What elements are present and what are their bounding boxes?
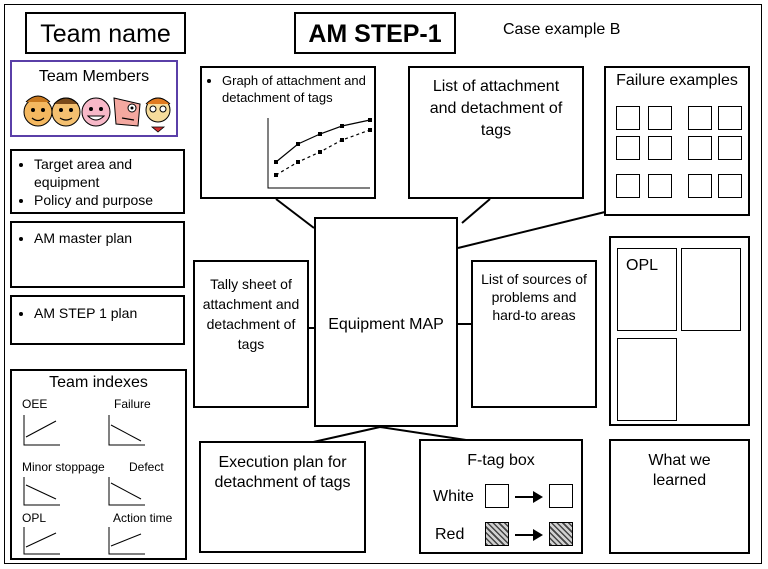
equipment-map-label: Equipment MAP bbox=[328, 316, 444, 333]
opl-sheet bbox=[681, 248, 741, 331]
equipment-map-box: Equipment MAP bbox=[314, 217, 458, 427]
white-tag-square bbox=[485, 484, 509, 508]
face-icon bbox=[81, 97, 111, 127]
ftag-red-label: Red bbox=[435, 526, 465, 543]
face-icon bbox=[113, 97, 141, 127]
ftag-title: F-tag box bbox=[467, 452, 535, 469]
page-title: AM STEP-1 bbox=[308, 20, 442, 48]
target-item: Policy and purpose bbox=[34, 191, 183, 209]
sources-list-box: List of sources of problems and hard-to … bbox=[471, 260, 597, 408]
opl-box: OPL bbox=[609, 236, 750, 426]
team-members-box: Team Members bbox=[10, 60, 178, 137]
what-we-learned-box: What we learned bbox=[609, 439, 750, 554]
target-area-box: Target area and equipment Policy and pur… bbox=[10, 149, 185, 214]
target-item: Target area and equipment bbox=[34, 155, 183, 191]
red-tag-square bbox=[485, 522, 509, 546]
ftag-white-label: White bbox=[433, 488, 474, 505]
index-label-failure: Failure bbox=[114, 397, 151, 411]
graph-box: Graph of attachment and detachment of ta… bbox=[200, 66, 376, 199]
arrow-right-icon bbox=[515, 529, 543, 541]
opl-sheet: OPL bbox=[617, 248, 677, 331]
face-icon bbox=[145, 97, 171, 133]
index-label-defect: Defect bbox=[129, 460, 164, 474]
case-label: Case example B bbox=[503, 21, 621, 38]
sources-list-label: List of sources of problems and hard-to … bbox=[481, 271, 587, 323]
failure-examples-title: Failure examples bbox=[616, 72, 738, 89]
opl-sheet bbox=[617, 338, 677, 421]
failure-examples-box: Failure examples bbox=[604, 66, 750, 216]
am-step1-plan-box: AM STEP 1 plan bbox=[10, 295, 185, 345]
attachment-list-box: List of attachment and detachment of tag… bbox=[408, 66, 584, 199]
team-indexes-box: Team indexes OEE Failure Minor stoppage … bbox=[10, 369, 187, 560]
index-label-minor-stoppage: Minor stoppage bbox=[22, 460, 105, 474]
white-tag-square bbox=[549, 484, 573, 508]
red-tag-square bbox=[549, 522, 573, 546]
graph-box-label: Graph of attachment and detachment of ta… bbox=[222, 72, 372, 106]
execution-plan-label: Execution plan for detachment of tags bbox=[214, 454, 351, 491]
am-step1-plan-label: AM STEP 1 plan bbox=[34, 304, 183, 322]
am-master-plan-box: AM master plan bbox=[10, 221, 185, 288]
opl-label: OPL bbox=[626, 257, 659, 274]
index-label-opl: OPL bbox=[22, 511, 47, 525]
execution-plan-box: Execution plan for detachment of tags bbox=[199, 441, 366, 553]
team-indexes-title: Team indexes bbox=[49, 374, 148, 391]
tag-graph bbox=[267, 118, 372, 189]
face-icon bbox=[23, 95, 53, 127]
activity-board bbox=[4, 4, 762, 564]
team-name-label: Team name bbox=[40, 20, 171, 48]
ftag-box: F-tag box White Red bbox=[419, 439, 583, 554]
index-label-action-time: Action time bbox=[113, 511, 173, 525]
team-name-box: Team name bbox=[25, 12, 186, 54]
attachment-list-label: List of attachment and detachment of tag… bbox=[429, 78, 563, 139]
tally-sheet-box: Tally sheet of attachment and detachment… bbox=[193, 260, 309, 408]
index-label-oee: OEE bbox=[22, 397, 48, 411]
team-members-title: Team Members bbox=[38, 68, 150, 85]
index-mini-graphs bbox=[23, 415, 145, 555]
title-box: AM STEP-1 bbox=[294, 12, 456, 54]
arrow-right-icon bbox=[515, 491, 543, 503]
what-we-learned-label: What we learned bbox=[648, 452, 711, 489]
am-master-plan-label: AM master plan bbox=[34, 229, 183, 247]
team-faces bbox=[23, 95, 171, 133]
face-icon bbox=[51, 97, 81, 127]
tally-sheet-label: Tally sheet of attachment and detachment… bbox=[202, 276, 300, 352]
